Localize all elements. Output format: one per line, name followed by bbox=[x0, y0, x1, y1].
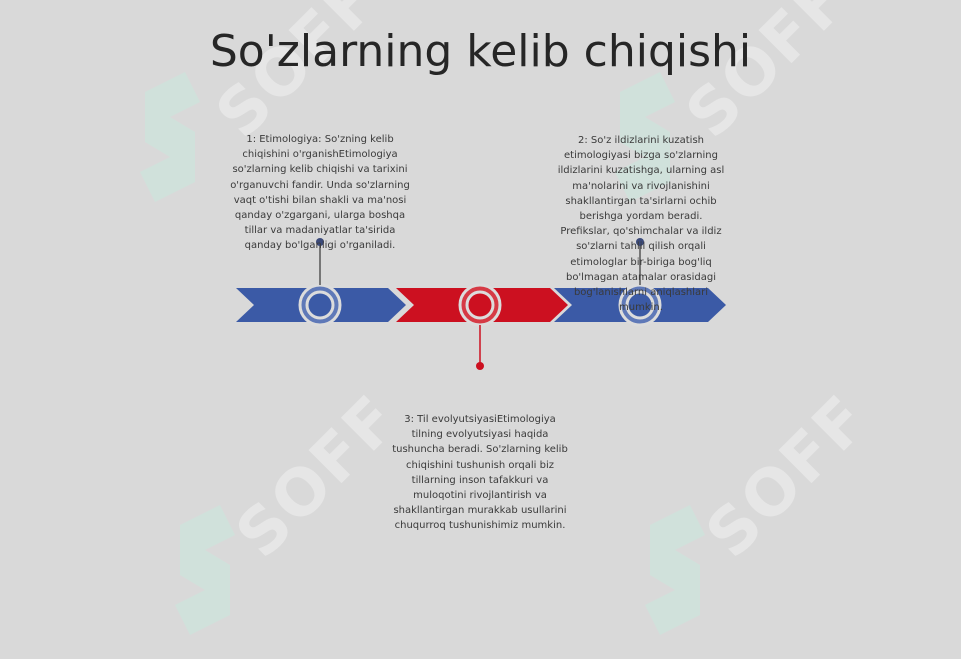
timeline-note-2: 2: So'z ildizlarini kuzatish etimologiya… bbox=[557, 135, 725, 314]
connector-dot-3 bbox=[476, 362, 484, 370]
slide-title: So'zlarning kelib chiqishi bbox=[209, 26, 752, 77]
connector-dot-2 bbox=[636, 238, 644, 246]
watermark-logo-icon bbox=[600, 72, 690, 226]
timeline-note-3: 3: Til evolyutsiyasiEtimologiya tilning … bbox=[392, 414, 568, 532]
timeline-diagram bbox=[236, 238, 726, 370]
watermark-logo-icon bbox=[125, 72, 215, 226]
connector-dot-1 bbox=[316, 238, 324, 246]
timeline-note-1: 1: Etimologiya: So'zning kelib chiqishin… bbox=[230, 134, 410, 252]
